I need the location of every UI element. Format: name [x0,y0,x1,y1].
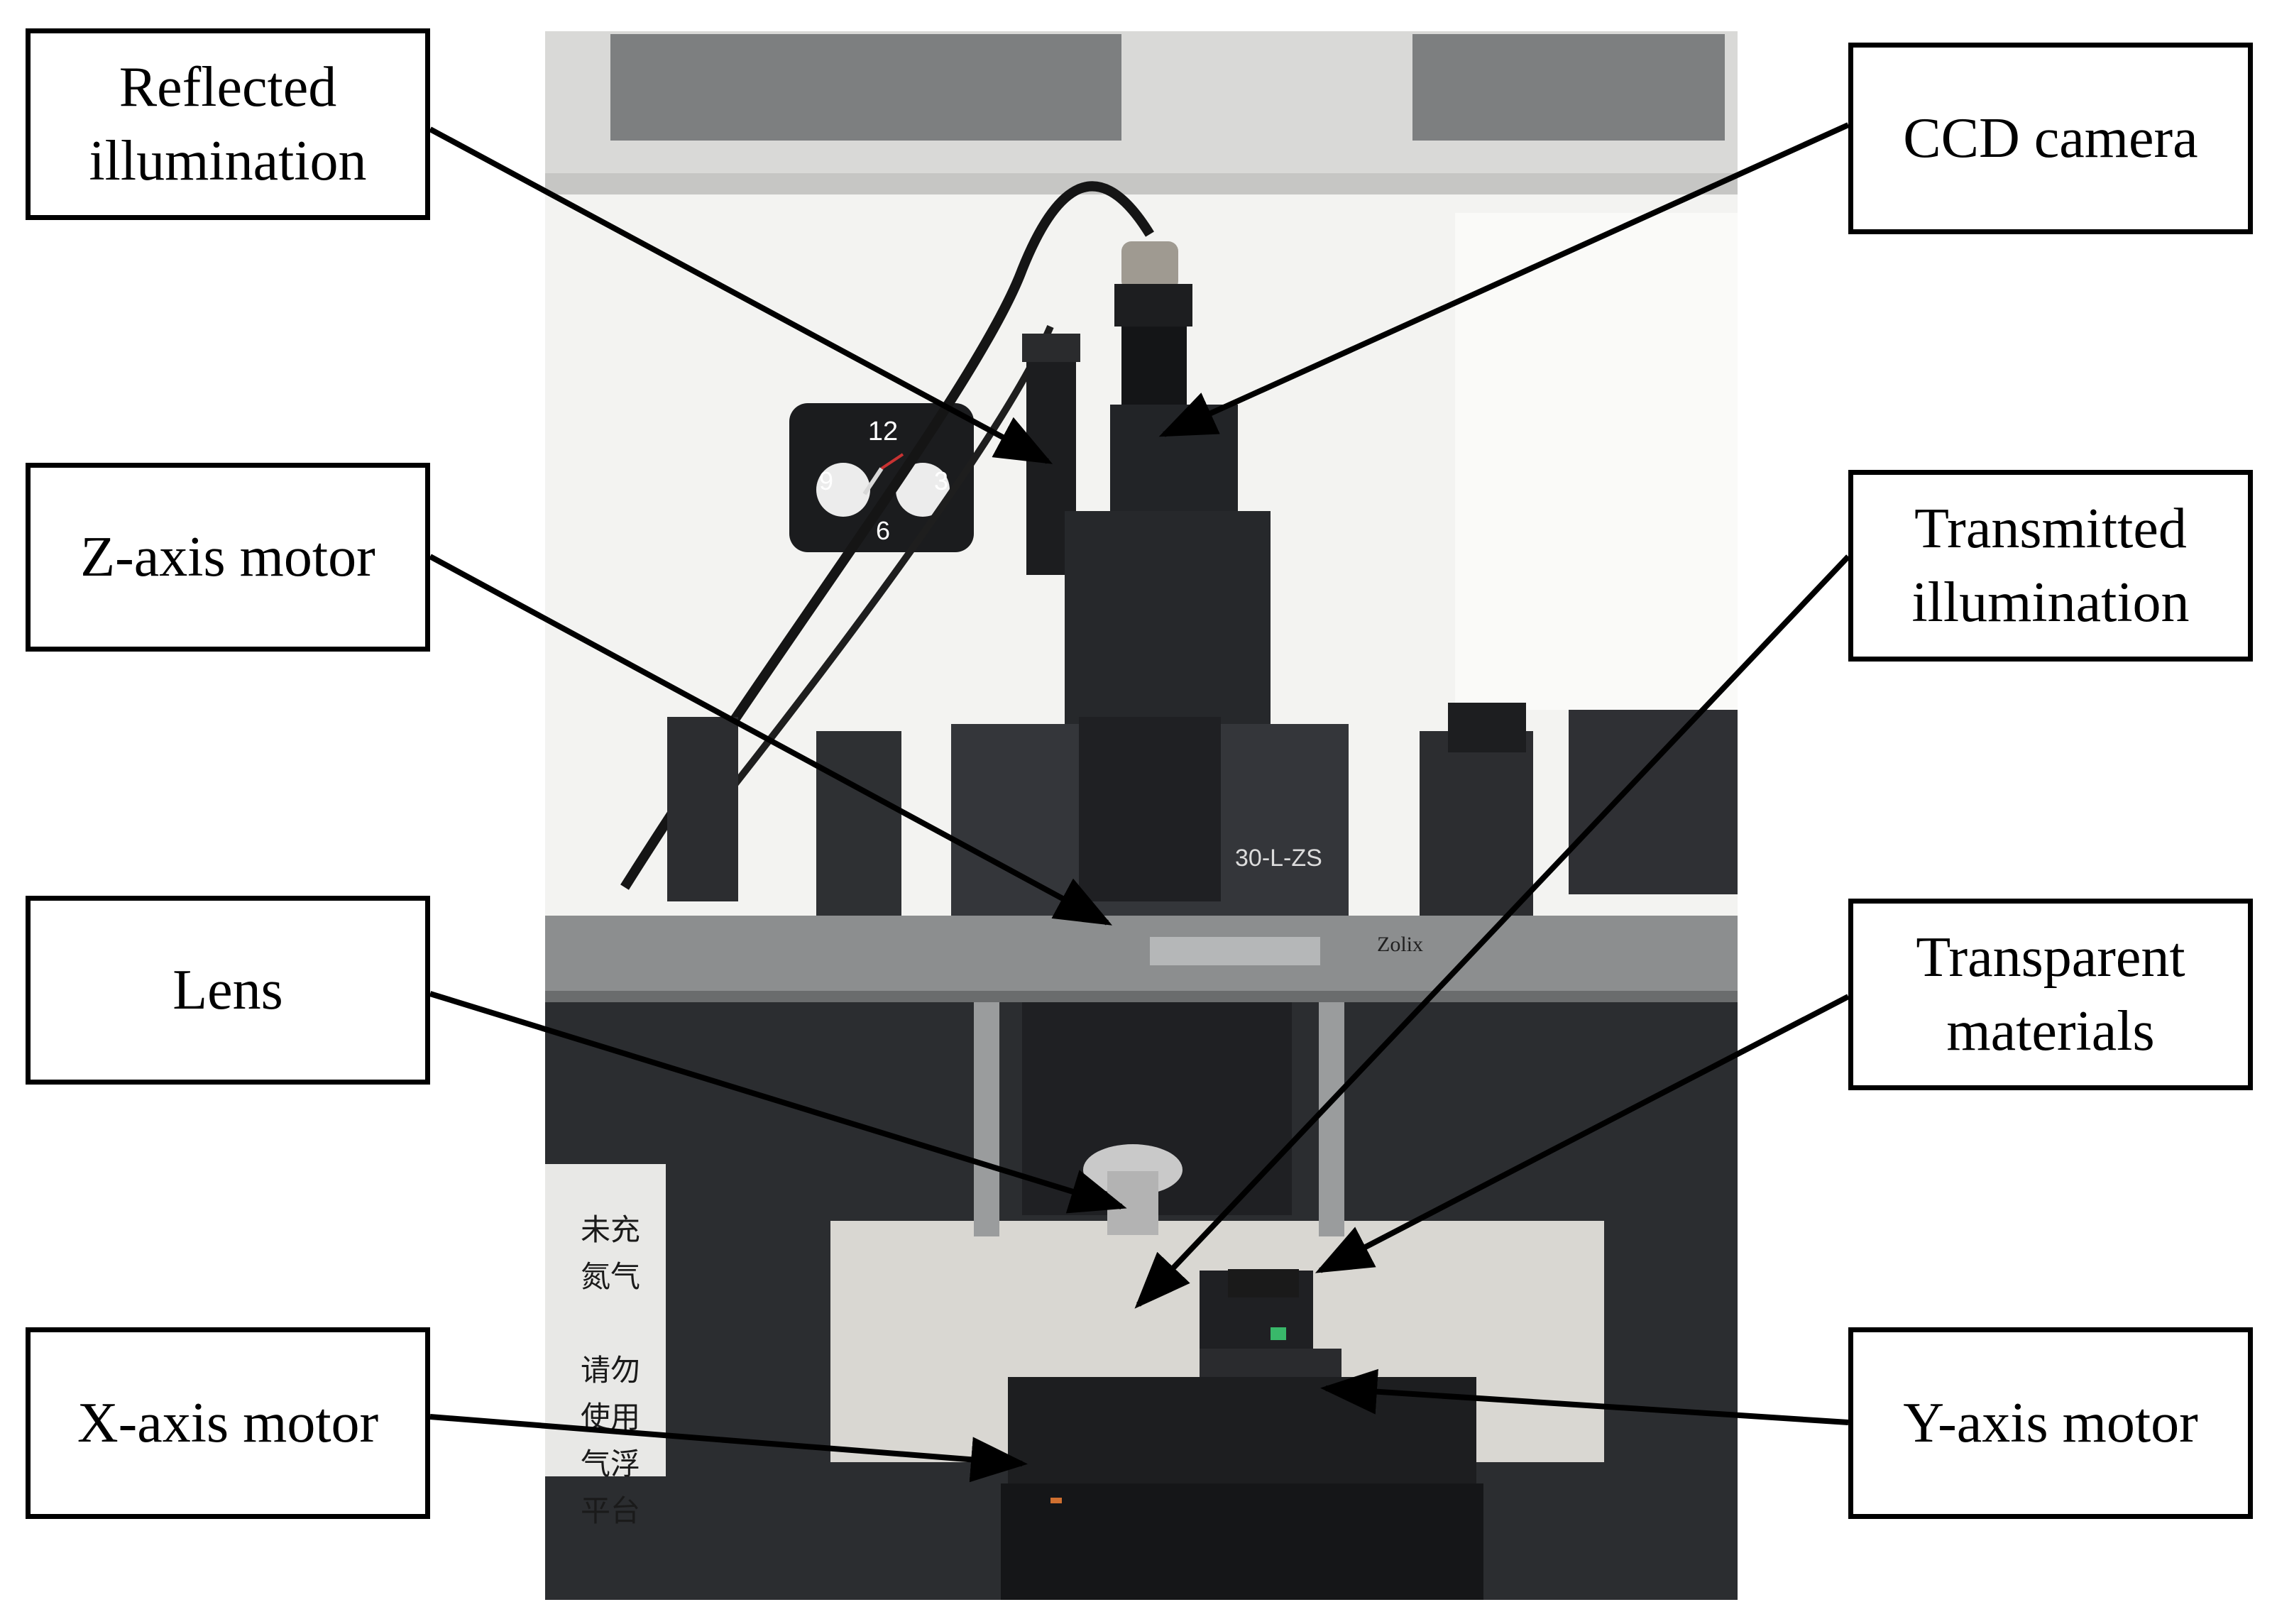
brand-label: Zolix [1377,933,1423,956]
left-post-mount [667,717,738,901]
label-transmitted-illumination: Transmitted illumination [1848,470,2253,662]
breadboard [1569,710,1738,894]
wall-panel [1455,213,1738,710]
clock-number-12: 12 [868,417,898,446]
clock-number-3: 3 [934,466,948,495]
label-z-axis-motor: Z-axis motor [26,463,430,652]
clock-number-9: 9 [819,466,833,495]
right-post-mount [1420,731,1533,916]
label-ccd-camera: CCD camera [1848,43,2253,234]
label-y-axis-motor: Y-axis motor [1848,1327,2253,1519]
optical-table-top [545,916,1738,994]
support-post-left [974,1002,999,1236]
support-post-right [1319,1002,1344,1236]
label-lens: Lens [26,896,430,1085]
warning-sign-text: 未充 氮气 请勿 使用 气浮 平台 [581,1212,641,1528]
clock-number-6: 6 [876,516,890,545]
label-transparent-materials: Transparent materials [1848,899,2253,1090]
x-axis-motor-device [1008,1377,1476,1491]
label-reflected-illumination: Reflected illumination [26,28,430,220]
ceiling-rail [545,173,1738,194]
transparent-sample [1228,1269,1299,1297]
wall-clock: 12 3 6 9 [789,403,974,552]
stage-model-label: 30-L-ZS [1235,845,1322,872]
label-x-axis-motor: X-axis motor [26,1327,430,1519]
microscope-body [1065,511,1271,724]
ceiling-vent-left [610,34,1121,141]
ceiling-vent-right [1412,34,1725,141]
